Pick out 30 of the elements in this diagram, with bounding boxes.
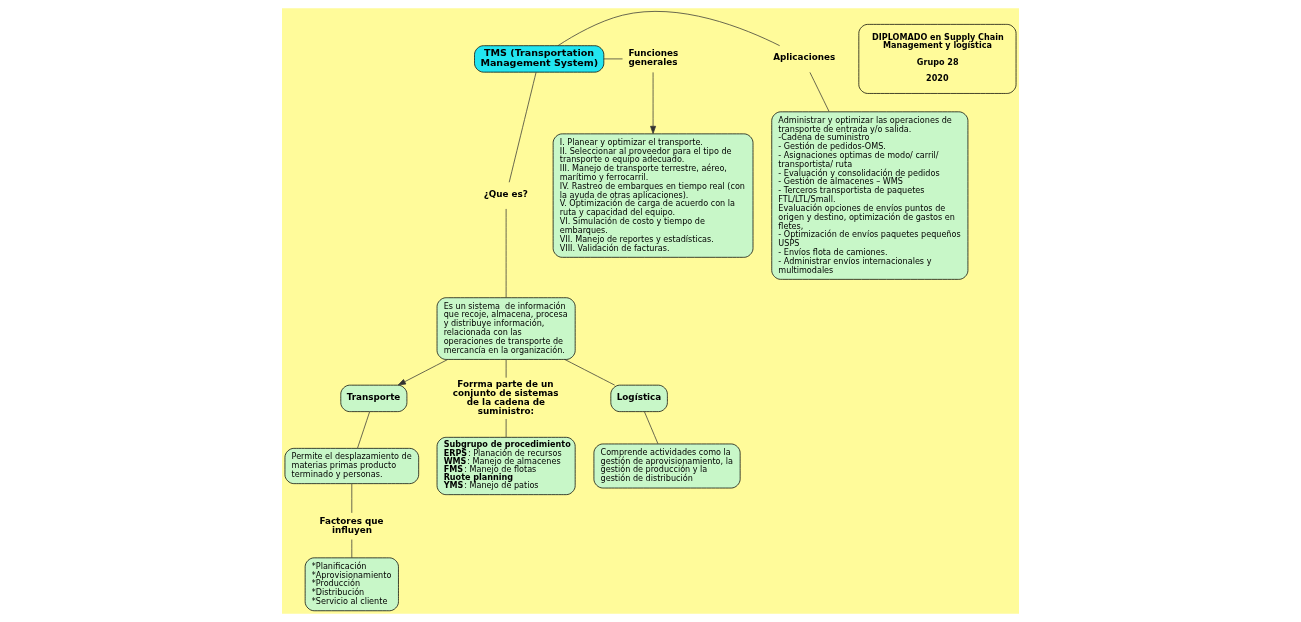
node-box: Subgrupo de procedimiento ERPS: Planación de recursos WMS: Manejo de almacenes FMS: Manejo de flotas Ruote planning YMS: Manejo de patios — [436, 436, 576, 495]
connector — [557, 11, 781, 47]
node-box: Administrar y optimizar las operaciones de transporte de entrada y/o salida. -Cadena de suministro - Gestión de pedidos-OMS. - Asignaciones optimas de modo/ carril/ transportista/ ruta - Evaluación y consolidación de pedidos - Gestión de almacenes – WMS - Terceros transportista de paquetes FTL/LTL/Small. Evaluación opciones de envíos puntos de origen y destino, optimización de gastos en fletes, - Optimización de envíos paquetes pequeños USPS - Envíos flota de camiones. - Administrar envíos internacionales y multimodales — [771, 111, 969, 280]
node-box: *Planificación *Aprovisionamiento *Producción *Distribución *Servicio al cliente — [304, 557, 399, 612]
node-box: Comprende actividades como la gestión de aprovisionamiento, la gestión de producción y la gestión de distribución — [593, 443, 741, 489]
node-text: Aplicaciones — [773, 52, 836, 63]
connector — [505, 359, 507, 379]
connector — [351, 539, 353, 559]
node-text: Forrma parte de un conjunto de sistemas de la cadena de suministro: — [452, 379, 559, 416]
arrow — [650, 72, 656, 134]
connector — [809, 72, 830, 112]
node-box: I. Planear y optimizar el transporte. II. Seleccionar al proveedor para el tipo de transporte o equipo adecuado. III. Manejo de transporte terrestre, aéreo, marítimo y ferrocarril. IV. Rastreo de embarques en tiempo real (con la ayuda de otras aplicaciones). V. Optimización de carga de acuerdo con la ruta y capacidad del equipo. VI. Simulación de costo y tiempo de embarques. VII. Manejo de reportes y estadísticas. VIII. Validación de facturas. — [552, 133, 754, 258]
connector — [508, 72, 537, 183]
node-text: ¿Que es? — [483, 189, 528, 200]
connector — [357, 411, 370, 449]
connector — [644, 411, 659, 445]
arrow — [397, 359, 449, 386]
connector — [564, 359, 616, 386]
node-box: Transporte — [340, 384, 408, 412]
connector — [603, 58, 623, 60]
connector — [505, 418, 507, 438]
connector — [505, 208, 507, 298]
node-box: DIPLOMADO en Supply Chain Management y logística Grupo 28 2020 — [858, 24, 1017, 94]
node-box: Logística — [610, 384, 668, 412]
connector — [351, 483, 353, 514]
node-text: Factores que influyen — [319, 515, 384, 535]
node-box: Es un sistema de información que recoje, almacena, procesa y distribuye información, relacionada con las operaciones de transporte de mercancía en la organización. — [436, 297, 576, 360]
node-text: Funciones generales — [628, 48, 679, 68]
node-box: Permite el desplazamiento de materias primas producto terminado y personas. — [284, 448, 420, 484]
node-box: TMS (Transportation Management System) — [474, 45, 605, 73]
